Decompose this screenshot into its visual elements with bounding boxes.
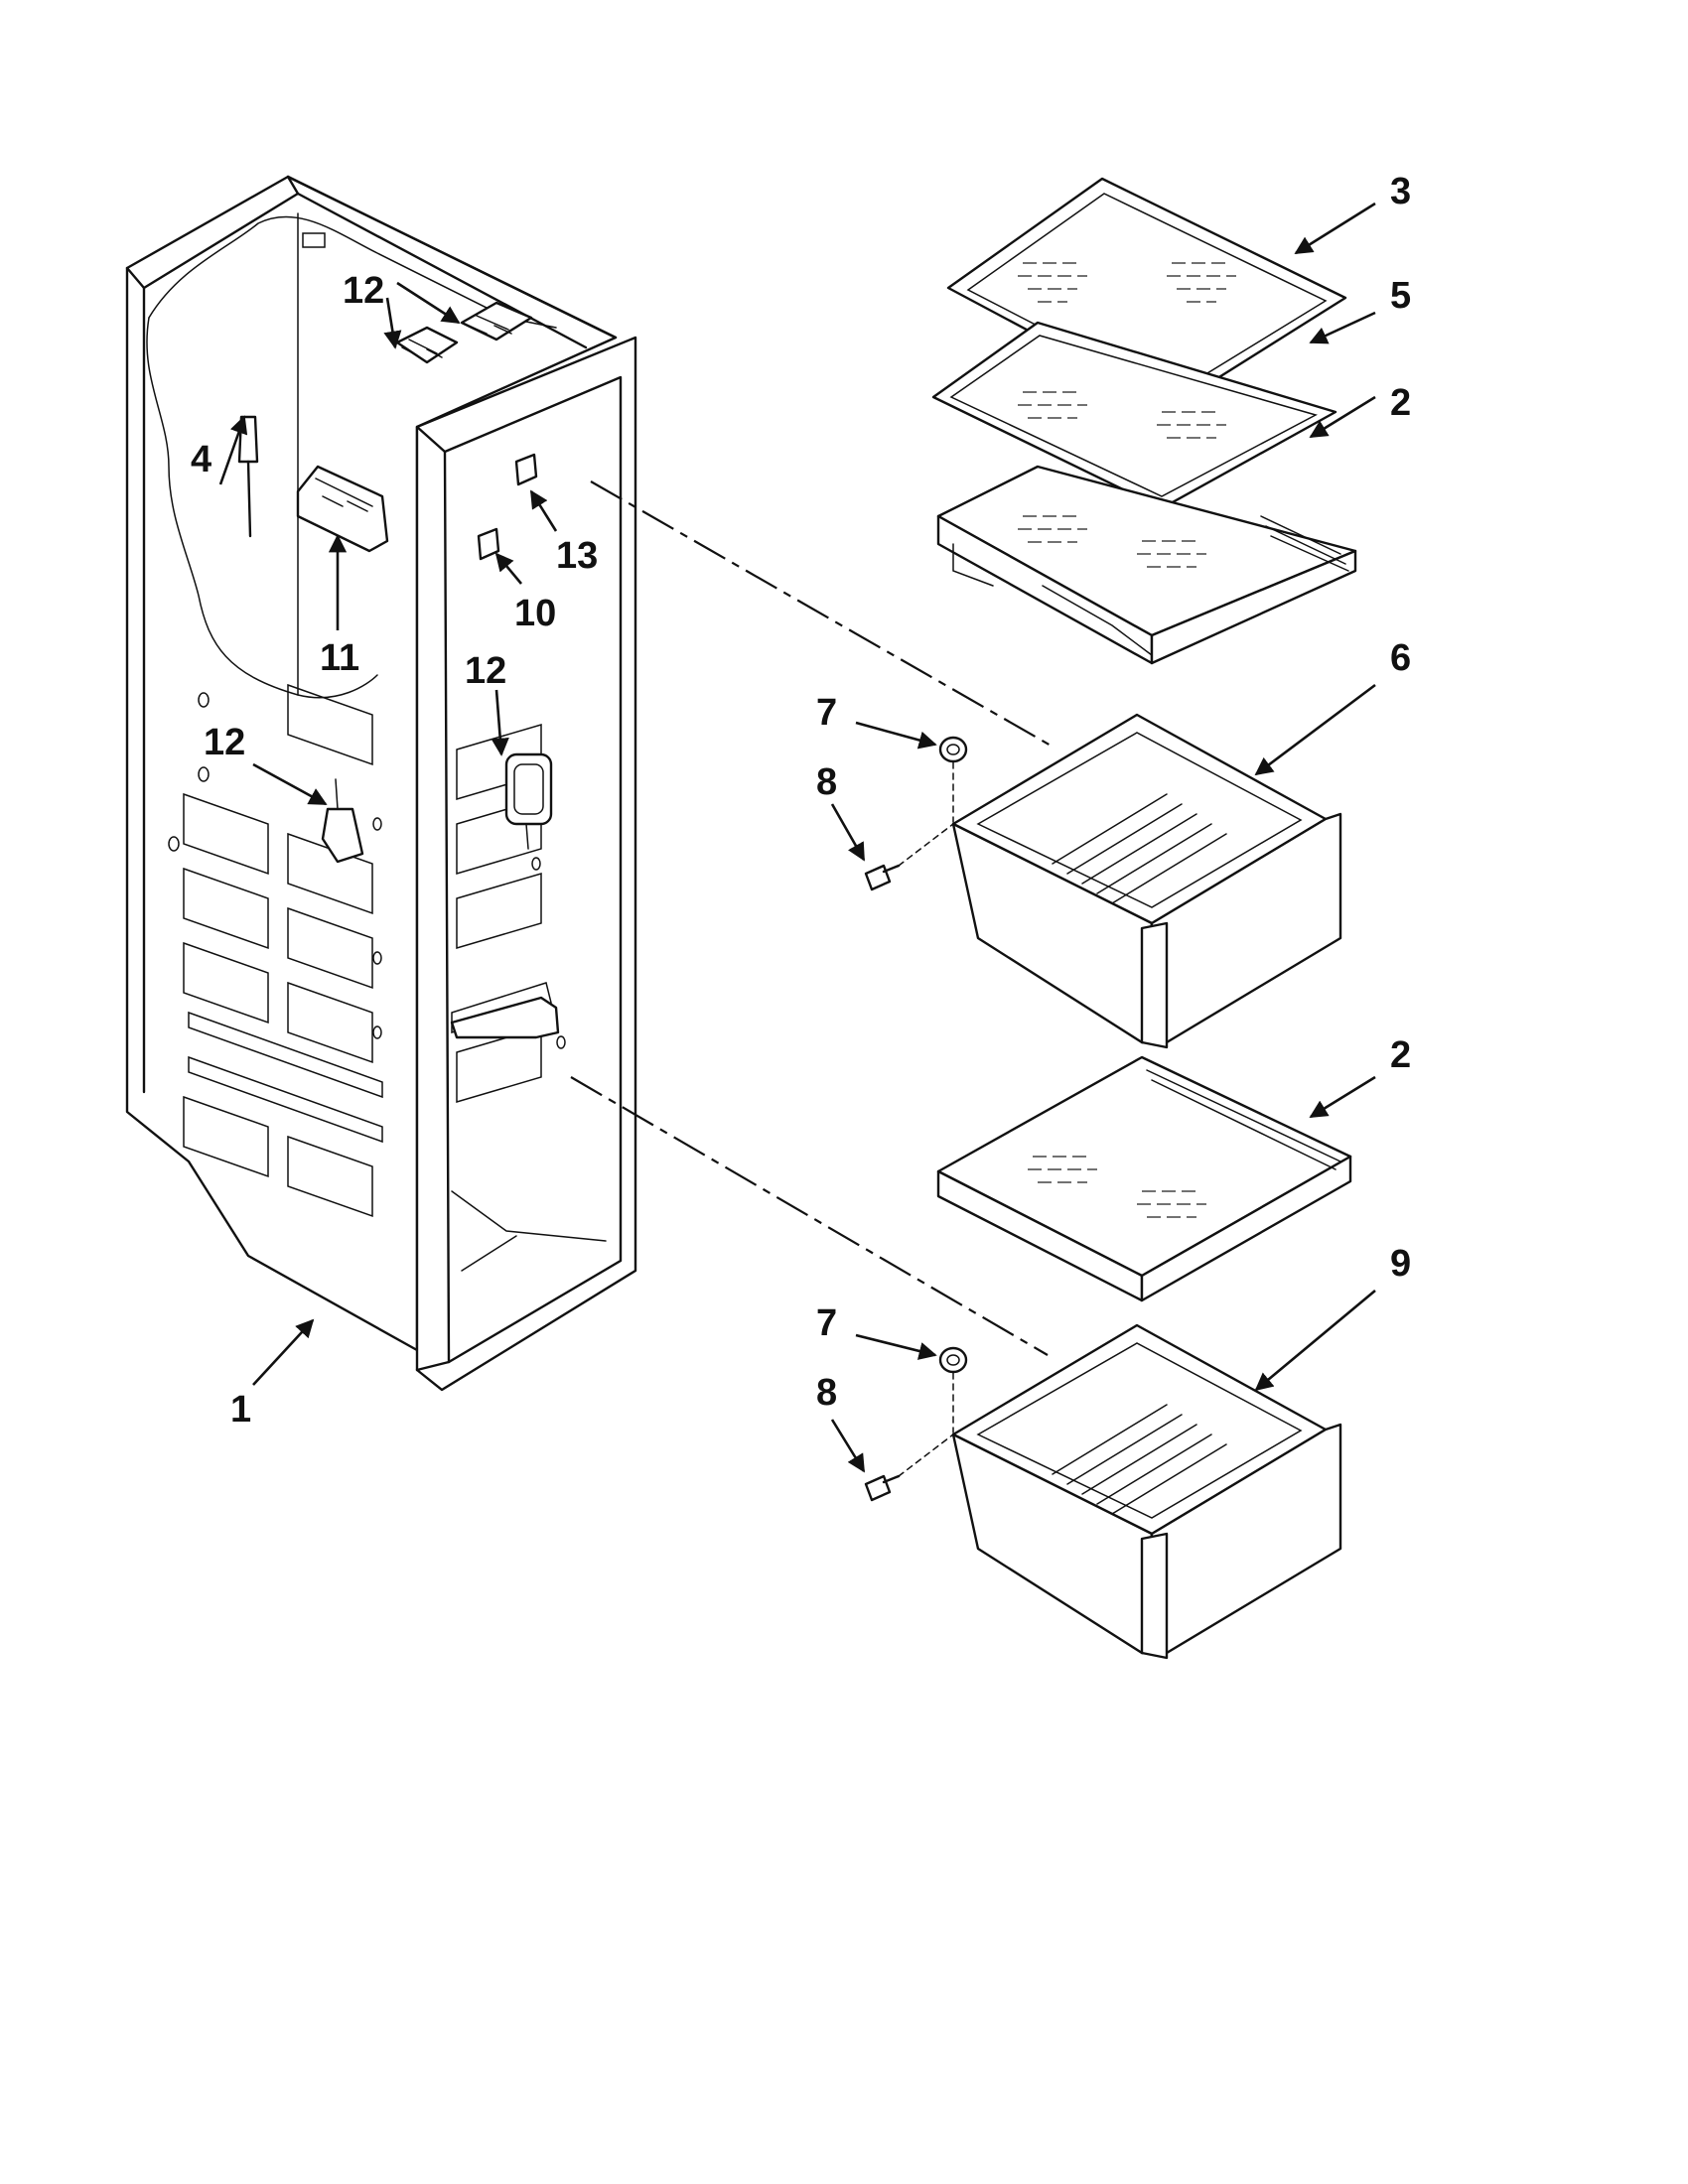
callout-7-lower: 7 bbox=[816, 1302, 837, 1344]
glass-shelf bbox=[931, 321, 1337, 510]
drawer-slide-cap bbox=[938, 1346, 968, 1374]
callout-12-right: 12 bbox=[465, 650, 506, 692]
crisper-drawer bbox=[951, 713, 1342, 1049]
callout-labels: 1 2 2 3 4 5 6 7 7 8 8 9 10 11 12 12 12 1… bbox=[191, 171, 1411, 1431]
control-housing bbox=[296, 465, 389, 553]
callout-11: 11 bbox=[320, 637, 359, 679]
light-socket-left bbox=[321, 778, 364, 864]
callout-6: 6 bbox=[1390, 637, 1411, 679]
callout-2-upper: 2 bbox=[1390, 382, 1411, 424]
light-socket-right bbox=[504, 752, 553, 850]
glass-shelf bbox=[936, 1055, 1352, 1302]
callout-13: 13 bbox=[556, 535, 598, 577]
refrigerator-liner bbox=[125, 175, 637, 1392]
callout-2-lower: 2 bbox=[1390, 1034, 1411, 1076]
glass-shelf bbox=[936, 465, 1357, 665]
callout-8-lower: 8 bbox=[816, 1372, 837, 1414]
callout-9: 9 bbox=[1390, 1243, 1411, 1285]
callout-12-left: 12 bbox=[204, 722, 245, 763]
callout-8-upper: 8 bbox=[816, 761, 837, 803]
callout-7-upper: 7 bbox=[816, 692, 837, 734]
drawer-screw bbox=[864, 1474, 901, 1502]
callout-5: 5 bbox=[1390, 275, 1411, 317]
thermistor bbox=[237, 415, 259, 538]
drawer-screw bbox=[864, 864, 901, 891]
light-socket-top-1 bbox=[395, 326, 459, 364]
callout-12-top: 12 bbox=[343, 270, 384, 312]
callout-3: 3 bbox=[1390, 171, 1411, 212]
light-socket-top-2 bbox=[460, 301, 533, 341]
drawer-slide-cap bbox=[938, 736, 968, 763]
callout-10: 10 bbox=[514, 593, 556, 634]
lamp-switch bbox=[477, 453, 538, 561]
crisper-drawer bbox=[951, 1323, 1342, 1660]
callout-4: 4 bbox=[191, 439, 211, 480]
callout-1: 1 bbox=[230, 1389, 251, 1431]
callout-leaders bbox=[218, 202, 1376, 1473]
